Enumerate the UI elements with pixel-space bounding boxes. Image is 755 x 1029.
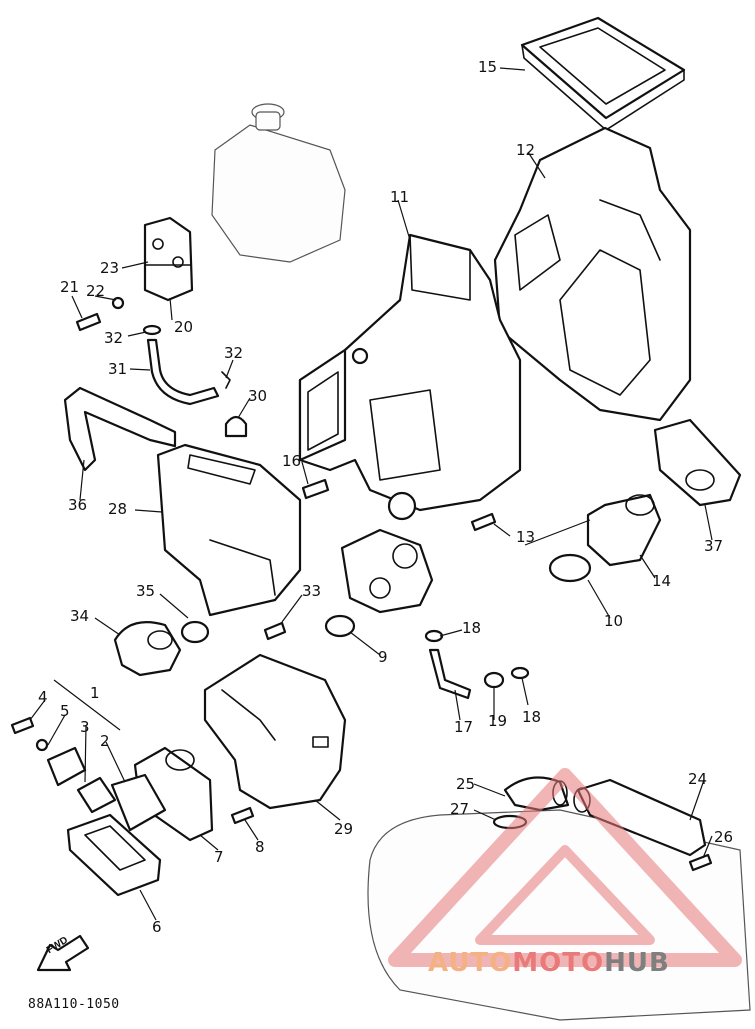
part-11-air-cleaner-case bbox=[298, 233, 522, 521]
part-20-valve-block bbox=[143, 216, 194, 302]
part-4-screw bbox=[10, 716, 35, 735]
callout-5: 5 bbox=[60, 702, 70, 720]
part-15-filter-gasket bbox=[520, 16, 686, 131]
callout-26: 26 bbox=[714, 828, 734, 846]
carburetor bbox=[340, 528, 434, 614]
part-32-clip bbox=[142, 324, 162, 336]
callout-21: 21 bbox=[60, 278, 80, 296]
part-21-bolt bbox=[75, 312, 102, 332]
fwd-arrow-icon bbox=[36, 934, 90, 972]
callout-6: 6 bbox=[152, 918, 162, 936]
part-12-air-cleaner-case bbox=[493, 126, 692, 422]
callout-31: 31 bbox=[108, 360, 128, 378]
callout-15: 15 bbox=[478, 58, 498, 76]
callout-28: 28 bbox=[108, 500, 128, 518]
callout-18: 18 bbox=[462, 619, 482, 637]
part-14-intake-joint bbox=[586, 493, 662, 567]
part-35-clamp bbox=[180, 620, 210, 644]
part-37-duct bbox=[653, 418, 742, 507]
callout-33: 33 bbox=[302, 582, 322, 600]
callout-35: 35 bbox=[136, 582, 156, 600]
callout-4: 4 bbox=[38, 688, 48, 706]
callout-27: 27 bbox=[450, 800, 470, 818]
callout-23: 23 bbox=[100, 259, 120, 277]
part-16-bolt bbox=[301, 478, 330, 500]
callout-16: 16 bbox=[282, 452, 302, 470]
watermark-part-3: HUB bbox=[604, 948, 670, 978]
callout-24: 24 bbox=[688, 770, 708, 788]
callout-1: 1 bbox=[90, 684, 100, 702]
callout-32: 32 bbox=[104, 329, 124, 347]
part-31-hose bbox=[146, 338, 220, 406]
callout-11: 11 bbox=[390, 188, 410, 206]
part-34-boot bbox=[113, 621, 182, 677]
part-18-clip-a bbox=[424, 629, 444, 643]
callout-36: 36 bbox=[68, 496, 88, 514]
watermark-part-2: MOTO bbox=[512, 948, 605, 978]
callout-18-b: 18 bbox=[522, 708, 542, 726]
callout-34: 34 bbox=[70, 607, 90, 625]
callout-17: 17 bbox=[454, 718, 474, 736]
part-13-bolt bbox=[470, 512, 497, 532]
callout-22: 22 bbox=[86, 282, 106, 300]
part-9-clamp bbox=[324, 614, 356, 638]
part-8-bolt bbox=[230, 806, 255, 825]
part-washer bbox=[35, 738, 49, 752]
part-32-clip-b bbox=[221, 371, 231, 389]
callout-19: 19 bbox=[488, 712, 508, 730]
part-2-reed-block bbox=[110, 773, 167, 832]
callout-2: 2 bbox=[100, 732, 110, 750]
part-26-bolt bbox=[688, 853, 713, 872]
part-36-bracket bbox=[63, 386, 177, 472]
callout-20: 20 bbox=[174, 318, 194, 336]
part-33-bolt bbox=[263, 621, 287, 641]
watermark-part-1: AUTO bbox=[428, 948, 513, 978]
callout-9: 9 bbox=[378, 648, 388, 666]
callout-10: 10 bbox=[604, 612, 624, 630]
callout-3: 3 bbox=[80, 718, 90, 736]
part-29-lower-case bbox=[203, 653, 347, 810]
watermark-text: AUTOMOTOHUB bbox=[428, 948, 670, 978]
leader-lines bbox=[29, 67, 713, 921]
part-28-intake-box bbox=[156, 443, 302, 617]
callout-37: 37 bbox=[704, 537, 724, 555]
part-5-stopper bbox=[46, 746, 87, 787]
callout-13: 13 bbox=[516, 528, 536, 546]
diagram-code: 88A110-1050 bbox=[28, 997, 120, 1012]
part-6-gasket bbox=[66, 813, 162, 897]
part-3-reed-plate bbox=[76, 776, 117, 814]
callout-29: 29 bbox=[334, 820, 354, 838]
part-18-clip-b bbox=[510, 666, 530, 680]
callout-8: 8 bbox=[255, 838, 265, 856]
oil-tank-outline bbox=[211, 103, 346, 263]
part-10-clamp bbox=[548, 553, 592, 583]
automotohub-watermark-icon bbox=[388, 768, 742, 967]
callout-7: 7 bbox=[214, 848, 224, 866]
part-19-cap bbox=[483, 671, 505, 689]
callout-30: 30 bbox=[248, 387, 268, 405]
callout-12: 12 bbox=[516, 141, 536, 159]
callout-32-b: 32 bbox=[224, 344, 244, 362]
callout-25: 25 bbox=[456, 775, 476, 793]
callout-14: 14 bbox=[652, 572, 672, 590]
part-17-hose bbox=[428, 648, 472, 700]
part-30-grommet bbox=[224, 415, 248, 438]
